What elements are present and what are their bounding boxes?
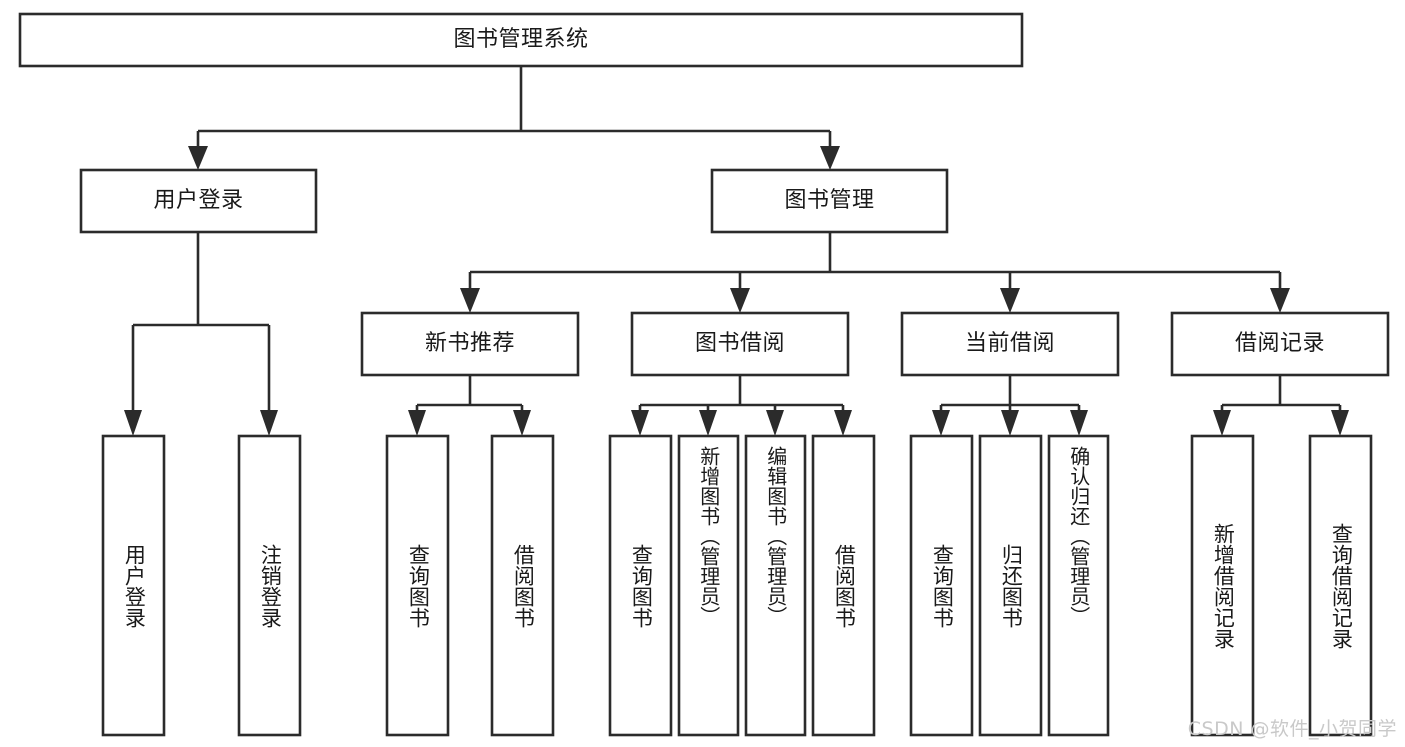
arrow-head-leaf-query-book-3 xyxy=(932,410,950,436)
leaf-box-user-login[interactable] xyxy=(101,434,166,737)
node-new-book-box[interactable] xyxy=(360,311,580,377)
leaf-box-logout[interactable] xyxy=(237,434,302,737)
leaf-box-query-book-1[interactable] xyxy=(385,434,450,737)
arrow-head-root-to-book-mgmt xyxy=(820,146,840,170)
arrow-head-leaf-borrow-book-2 xyxy=(834,410,852,436)
leaf-box-edit-book[interactable] xyxy=(744,434,807,737)
arrow-head-leaf-add-record xyxy=(1213,410,1231,436)
arrow-head-to-book-borrow xyxy=(730,288,750,313)
arrow-head-root-to-user-login xyxy=(188,146,208,170)
node-borrow-record-box[interactable] xyxy=(1170,311,1390,377)
arrow-head-leaf-query-book-1 xyxy=(408,410,426,436)
node-user-login-box[interactable] xyxy=(79,168,318,234)
leaf-box-query-record[interactable] xyxy=(1308,434,1373,737)
node-book-mgmt-box[interactable] xyxy=(710,168,949,234)
arrow-head-to-new-book xyxy=(460,288,480,313)
arrow-head-leaf-add-book xyxy=(699,410,717,436)
leaf-box-query-book-2[interactable] xyxy=(608,434,673,737)
leaf-box-query-book-3[interactable] xyxy=(909,434,974,737)
arrow-head-leaf-return-book xyxy=(1001,410,1019,436)
arrow-head-to-borrow-record xyxy=(1270,288,1290,313)
leaf-box-borrow-book-1[interactable] xyxy=(490,434,555,737)
node-current-borrow-box[interactable] xyxy=(900,311,1120,377)
arrow-head-leaf-edit-book xyxy=(766,410,784,436)
arrow-head-leaf-confirm-return xyxy=(1070,410,1088,436)
leaf-box-add-book[interactable] xyxy=(677,434,740,737)
arrow-head-leaf-user-login xyxy=(124,410,142,436)
arrow-head-leaf-query-record xyxy=(1331,410,1349,436)
leaf-box-add-record[interactable] xyxy=(1190,434,1255,737)
leaf-box-confirm-return[interactable] xyxy=(1047,434,1110,737)
arrow-head-leaf-query-book-2 xyxy=(631,410,649,436)
arrow-head-to-current-borrow xyxy=(1000,288,1020,313)
arrow-head-leaf-borrow-book-1 xyxy=(513,410,531,436)
leaf-box-return-book[interactable] xyxy=(978,434,1043,737)
node-book-borrow-box[interactable] xyxy=(630,311,850,377)
leaf-box-borrow-book-2[interactable] xyxy=(811,434,876,737)
arrow-head-leaf-logout xyxy=(260,410,278,436)
node-root-box[interactable] xyxy=(18,12,1024,68)
